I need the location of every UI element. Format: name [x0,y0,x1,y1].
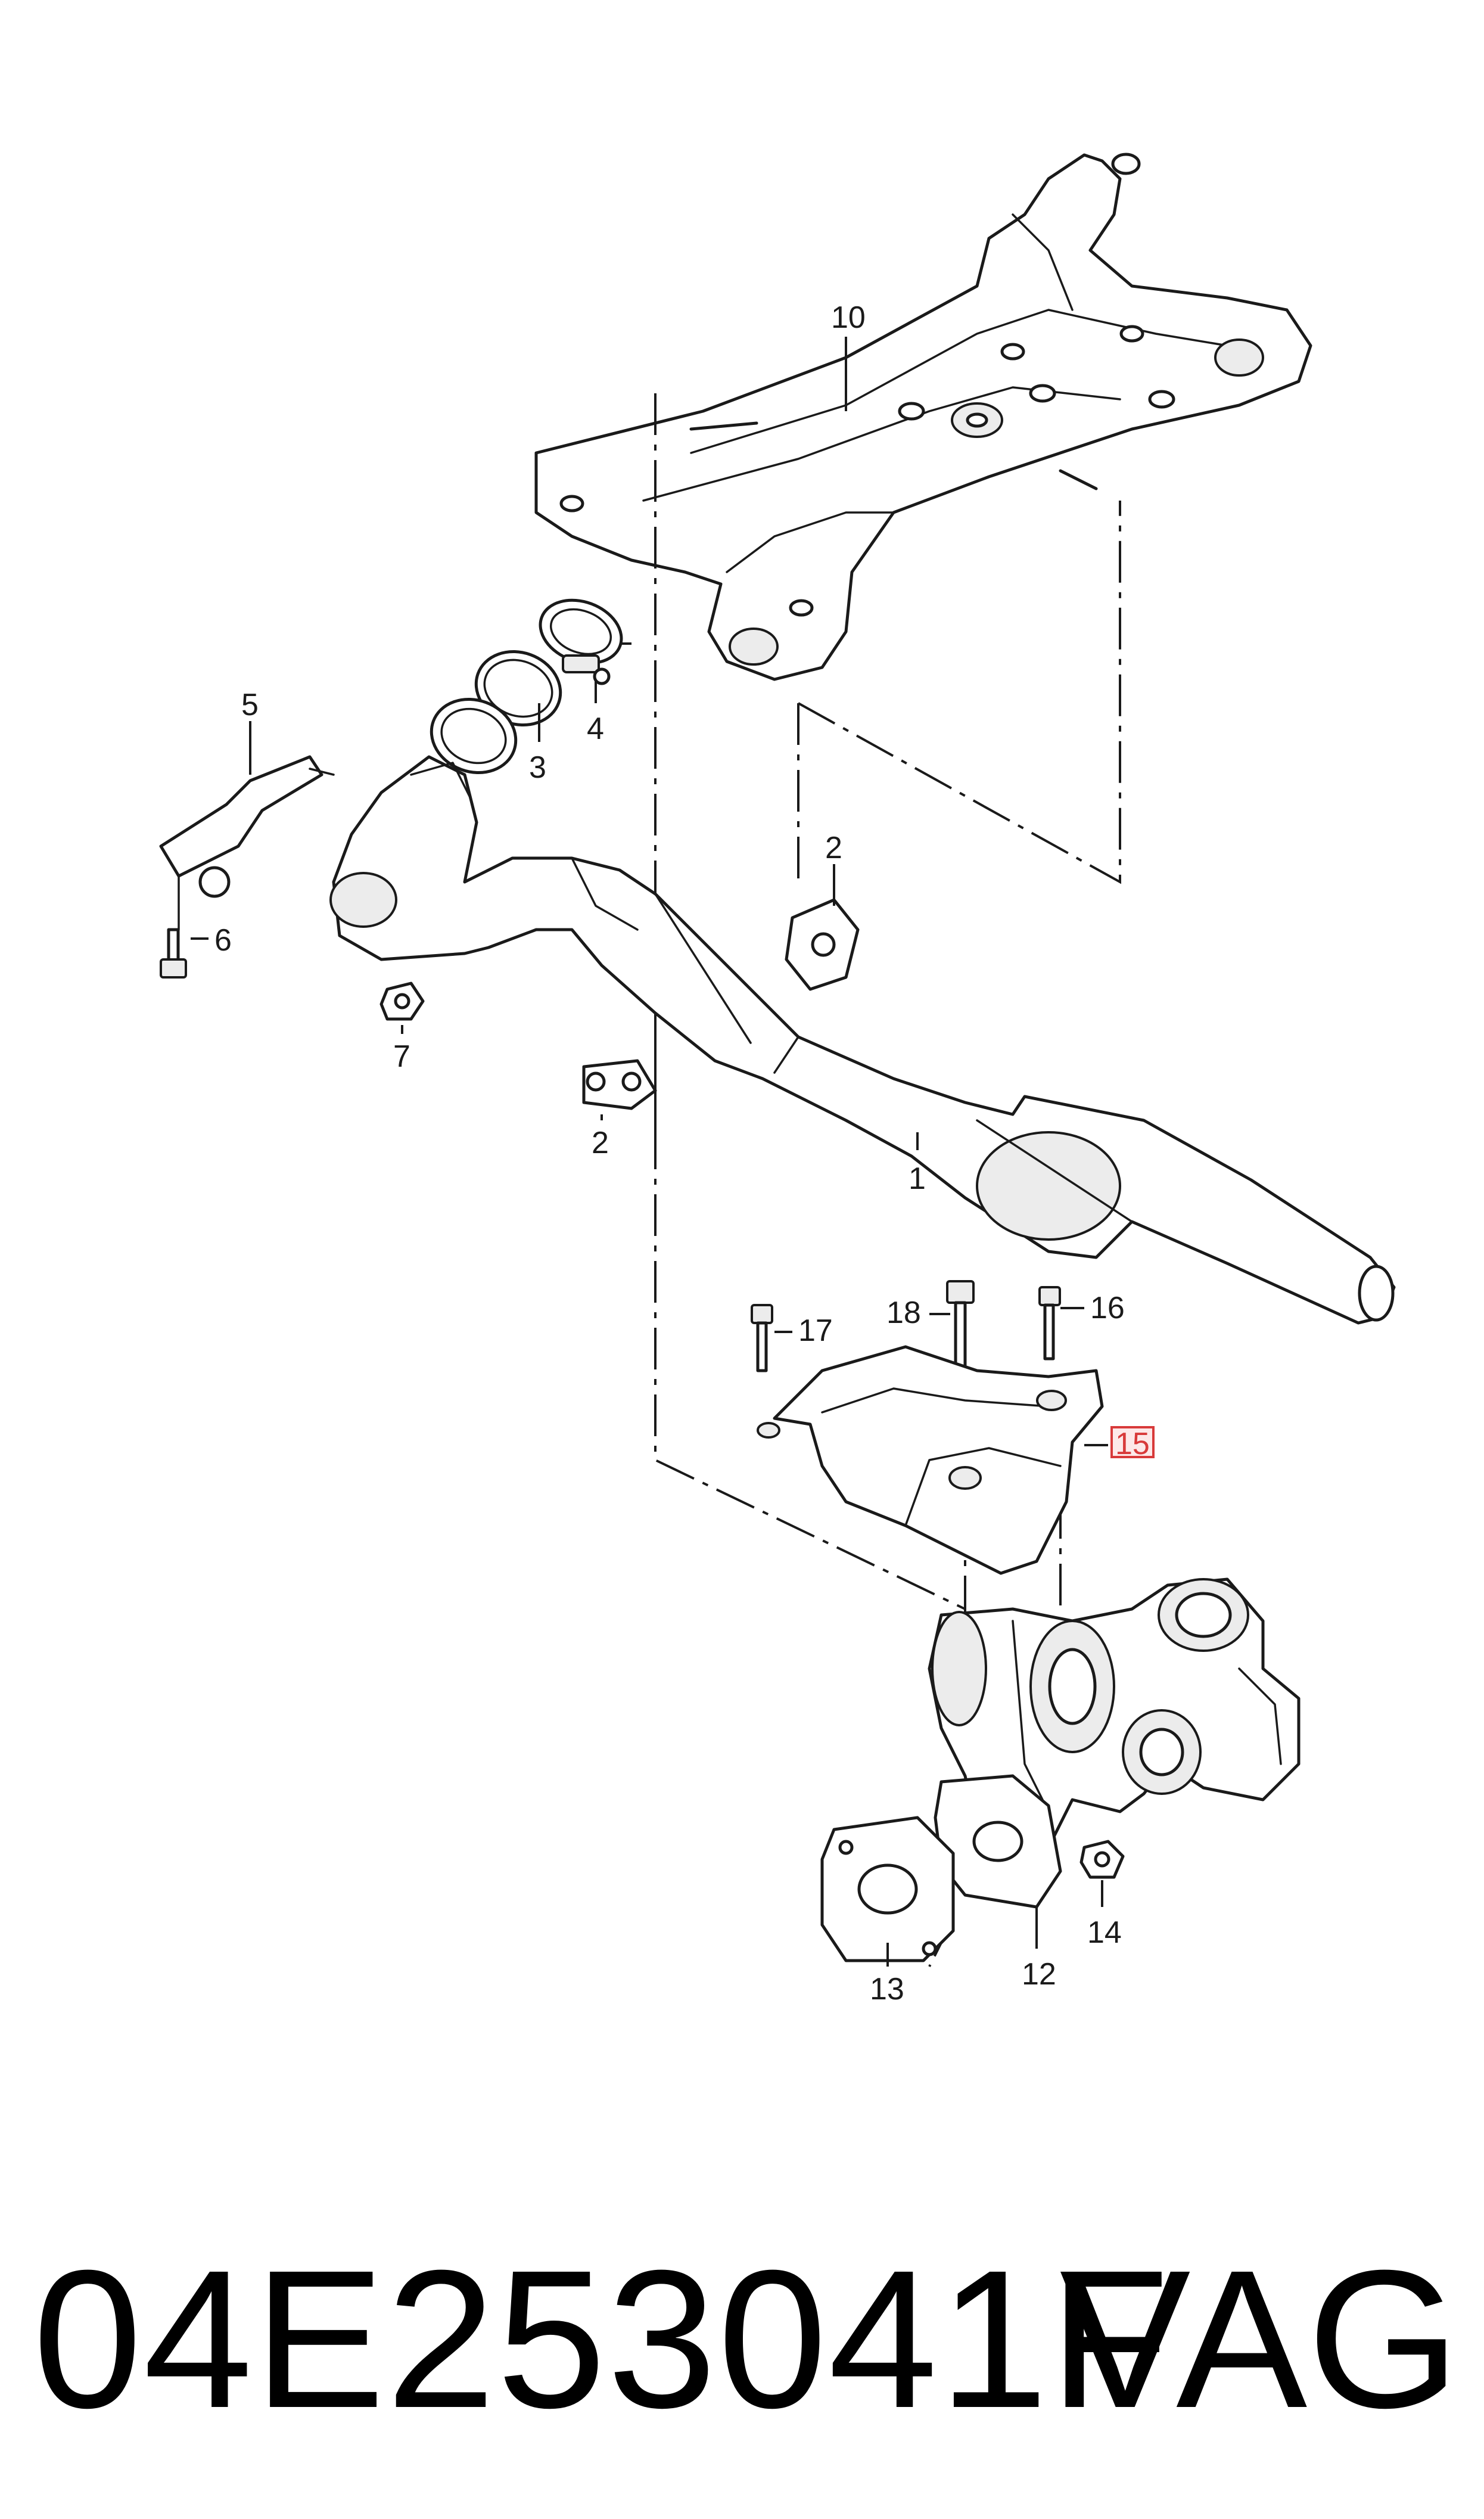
exhaust-system-exploded-diagram: 10 5 3 4 6 7 2 2 1 17 18 16 15 14 12 13 [159,153,1396,2006]
clamp-part-4 [539,598,623,685]
bolt-part-17 [1038,1286,1061,1361]
bolt-part-6 [160,928,187,979]
callout-3: 3 [529,750,546,785]
bolt-part-18 [946,1280,975,1370]
callout-10: 10 [831,300,866,335]
bracket-part-5 [159,755,335,931]
callout-18: 18 [886,1296,921,1330]
callout-4: 4 [587,712,604,746]
part-number: 04E253041F [33,2229,1171,2449]
hanger-part-2-lower [582,1059,657,1110]
callout-7: 7 [393,1039,410,1074]
callout-14: 14 [1087,1915,1122,1950]
callout-15: 15 [1115,1427,1150,1461]
hanger-part-2-upper [785,898,860,991]
gasket-part-12 [934,1774,1062,1909]
bolt-part-16 [751,1304,773,1372]
heat-shield-part-15 [757,1345,1104,1575]
callout-6: 6 [214,923,232,958]
callout-1: 1 [909,1161,926,1196]
callout-12: 12 [1022,1957,1056,1992]
callout-15-highlight-box [1110,1426,1155,1458]
nut-part-14 [1079,1840,1125,1879]
gasket-part-13 [820,1816,955,1962]
brand-name: VAG [1059,2229,1460,2449]
callout-5: 5 [241,688,259,722]
callout-16: 17 [798,1313,833,1348]
callout-2-upper: 2 [825,831,842,865]
nut-part-7 [379,981,425,1021]
callout-17: 16 [1090,1291,1125,1325]
callout-13: 13 [870,1972,904,2006]
callout-leader-lines [191,337,1108,1967]
callout-2-lower: 2 [592,1126,609,1160]
callout-labels: 10 5 3 4 6 7 2 2 1 17 18 16 15 14 12 13 [214,300,1155,2006]
subframe-part-10 [534,153,1312,681]
exhaust-pipe-part-1 [329,755,1396,1325]
